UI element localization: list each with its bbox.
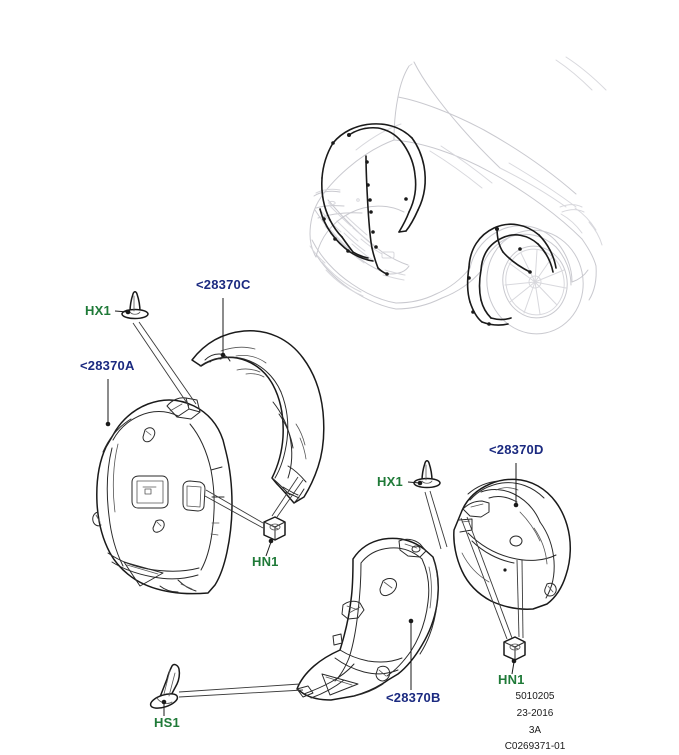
leader-lines <box>105 298 524 716</box>
part-label-28370a: <28370A <box>80 358 135 373</box>
fastener-label-hx1-right: HX1 <box>377 474 403 489</box>
vehicle-highlight-rear-liner <box>466 223 557 326</box>
footer-date: 23-2016 <box>516 708 554 719</box>
fastener-hn1-left-graphic <box>263 516 286 541</box>
fastener-label-hs1: HS1 <box>154 715 180 730</box>
part-28370c-graphic <box>191 330 325 504</box>
part-label-28370d: <28370D <box>489 442 544 457</box>
fastener-label-hn1-right: HN1 <box>498 672 525 687</box>
footer-doc-id: C0269371-01 <box>504 741 566 752</box>
fastener-hx1-left-graphic <box>121 291 149 320</box>
footer-revision: 3A <box>528 725 542 736</box>
fastener-label-hn1-left: HN1 <box>252 554 279 569</box>
fastener-hx1-right-graphic <box>413 460 441 489</box>
vehicle-illustration <box>309 56 607 335</box>
part-28370a-graphic <box>92 397 233 595</box>
part-28370b-graphic <box>296 537 439 701</box>
part-label-28370c: <28370C <box>196 277 251 292</box>
fastener-hn1-right-graphic <box>503 636 526 661</box>
fastener-label-hx1-left: HX1 <box>85 303 111 318</box>
vehicle-highlight-front-liner <box>319 123 426 276</box>
part-label-28370b: <28370B <box>386 690 441 705</box>
footer-drawing-number: 5010205 <box>515 691 555 702</box>
